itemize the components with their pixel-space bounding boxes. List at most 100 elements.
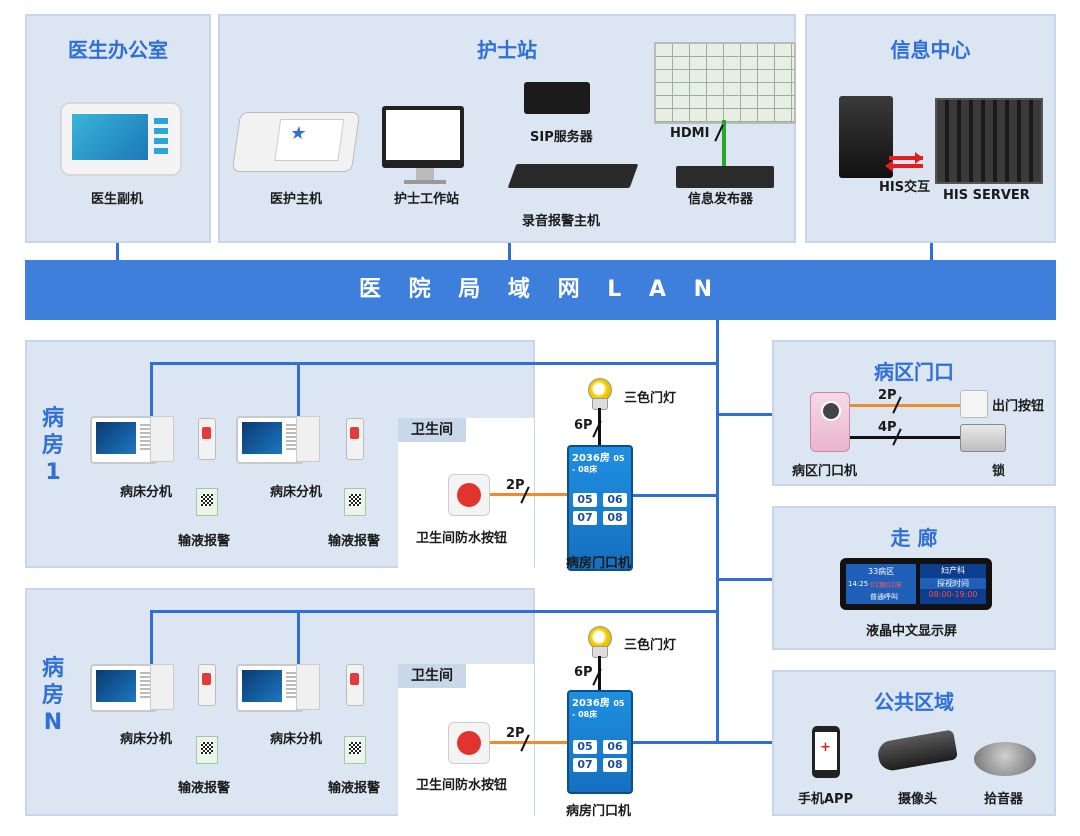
corridor-display-visit-time: 08:00-19:00: [928, 590, 978, 599]
doctor-office-title: 医生办公室: [68, 38, 168, 62]
ward-n-tricolor-lamp-label: 三色门灯: [624, 638, 677, 653]
exit-button-2p-label: 2P: [878, 388, 897, 403]
hospital-lan-bus: 医 院 局 域 网 L A N: [25, 260, 1056, 320]
ward-1-infusion-alarm-1-device: [196, 488, 218, 516]
corridor-display-call-bed: 01病02床: [870, 581, 902, 589]
ward-n-door-unit-room: 2036房: [572, 698, 610, 709]
recording-alarm-host-label: 录音报警主机: [522, 214, 601, 229]
ward-n-bed-05: 05: [573, 740, 597, 754]
ward-1-bus-top: [150, 362, 718, 365]
ward-n-2p-wire: [490, 741, 570, 744]
ward-1-infusion-alarm-2-label: 输液报警: [328, 534, 381, 549]
ward-n-bed-unit-1-device: [90, 664, 158, 712]
ward-n-bed-unit-2-device: [236, 664, 304, 712]
info-publisher-label: 信息发布器: [688, 192, 754, 207]
ward-n-door-link: [628, 741, 718, 744]
doctor-office-panel: 医生办公室 医生副机: [25, 14, 211, 243]
ward-n-door-unit-beds: 05 - 08床: [572, 699, 625, 719]
ward-1-2p-label: 2P: [506, 478, 525, 493]
ward-1-toilet-button-device: [448, 474, 490, 516]
ward-n-call-pendant-1: [198, 664, 216, 706]
ward-n-bed-unit-1-label: 病床分机: [120, 732, 173, 747]
ward-n-6p-label: 6P: [574, 665, 593, 680]
lock-wire: [850, 436, 960, 439]
public-area-panel: 公共区域 + 手机APP 摄像头 拾音器: [772, 670, 1056, 816]
corridor-display-dept: 妇产科: [941, 566, 965, 575]
ward-n-bed-06: 06: [603, 740, 627, 754]
corridor-link: [718, 578, 772, 581]
ward-1-call-pendant-1: [198, 418, 216, 460]
nurse-station-panel: 护士站 ★ 医护主机 护士工作站 SIP服务器 录音报警主机 HDMI 信息发布…: [218, 14, 796, 243]
ward-n-bed-08: 08: [603, 758, 627, 772]
doctor-sub-unit-label: 医生副机: [91, 192, 144, 207]
ward-1-door-unit-room: 2036房: [572, 453, 610, 464]
ward-n-bed-unit-2-label: 病床分机: [270, 732, 323, 747]
corridor-panel: 走 廊 33病区 14:25 01病02床 普通呼叫 妇产科 探视时间 08:0…: [772, 506, 1056, 650]
pc-tower-icon: [839, 96, 893, 178]
ward-1-infusion-alarm-1-label: 输液报警: [178, 534, 231, 549]
ward-1-bed-unit-2-device: [236, 416, 304, 464]
ward-n-bed-07: 07: [573, 758, 597, 772]
ward-1-tricolor-lamp-device: [586, 378, 612, 410]
ward-n-infusion-alarm-2-label: 输液报警: [328, 781, 381, 796]
ward-n-infusion-alarm-1-label: 输液报警: [178, 781, 231, 796]
ward-1-label: 病房 1: [41, 406, 64, 485]
ward-entrance-title: 病区门口: [874, 360, 954, 384]
info-center-link: [930, 243, 933, 260]
ward-entrance-panel: 病区门口 病区门口机 2P 出门按钮 4P 锁: [772, 340, 1056, 486]
nurse-station-link: [508, 243, 511, 260]
ward-n-bus-top: [150, 610, 718, 613]
his-server-rack-icon: [935, 98, 1043, 184]
corridor-display-clock: 14:25: [848, 580, 869, 588]
ward-1-tricolor-lamp-label: 三色门灯: [624, 391, 677, 406]
ward-1-2p-wire: [490, 493, 570, 496]
hdmi-label: HDMI: [670, 126, 710, 141]
lock-4p-label: 4P: [878, 420, 897, 435]
ward-1-drop-b: [297, 362, 300, 418]
medical-host-device: ★: [231, 112, 361, 172]
ward-n-call-pendant-2: [346, 664, 364, 706]
sip-server-device: [524, 82, 590, 114]
info-center-title: 信息中心: [890, 38, 971, 62]
ward-1-call-pendant-2: [346, 418, 364, 460]
sip-server-label: SIP服务器: [530, 130, 593, 145]
ward-entrance-unit-device: [810, 392, 850, 452]
ward-1-bed-05: 05: [573, 493, 597, 507]
ward-1-door-link: [628, 494, 718, 497]
ward-n-toilet-button-label: 卫生间防水按钮: [416, 778, 508, 793]
ward-n-door-unit-device: 2036房 05 - 08床 05 06 07 08: [567, 690, 633, 794]
his-interaction-label: HIS交互: [879, 180, 931, 195]
exit-button-wire: [850, 404, 960, 407]
ward-1-door-unit-label: 病房门口机: [566, 556, 632, 571]
ward-n-label: 病房 N: [41, 656, 64, 735]
hdmi-cable: [722, 120, 726, 166]
ward-1-bed-unit-1-label: 病床分机: [120, 485, 173, 500]
ward-1-bed-06: 06: [603, 493, 627, 507]
ward-n-toilet-button-device: [448, 722, 490, 764]
ward-n-toilet-tab: 卫生间: [398, 664, 466, 688]
camera-icon: [875, 729, 959, 773]
nurse-workstation-label: 护士工作站: [394, 192, 460, 207]
ward-1-infusion-alarm-2-device: [344, 488, 366, 516]
ward-1-6p-wire: [598, 408, 601, 446]
doctor-sub-unit-device: [60, 102, 182, 176]
ward-1-toilet-tab: 卫生间: [398, 418, 466, 442]
ward-n-infusion-alarm-2-device: [344, 736, 366, 764]
corridor-display-ward: 33病区: [868, 567, 895, 576]
ward-1-door-unit-beds: 05 - 08床: [572, 454, 625, 474]
ward-n-2p-label: 2P: [506, 726, 525, 741]
mobile-phone-icon: +: [812, 726, 840, 778]
ward-n-door-unit-label: 病房门口机: [566, 804, 632, 819]
public-area-title: 公共区域: [874, 690, 954, 714]
ward-n-drop-b: [297, 610, 300, 666]
ward-n-infusion-alarm-1-device: [196, 736, 218, 764]
ward-entrance-link: [718, 413, 772, 416]
doctor-office-link: [116, 243, 119, 260]
public-area-link: [718, 741, 772, 744]
sound-pickup-label: 拾音器: [984, 792, 1024, 807]
ward-entrance-unit-label: 病区门口机: [792, 464, 858, 479]
medical-host-label: 医护主机: [270, 192, 323, 207]
corridor-title: 走 廊: [890, 526, 938, 550]
corridor-display-device: 33病区 14:25 01病02床 普通呼叫 妇产科 探视时间 08:00-19…: [840, 558, 992, 610]
ward-n-drop-a: [150, 610, 153, 666]
